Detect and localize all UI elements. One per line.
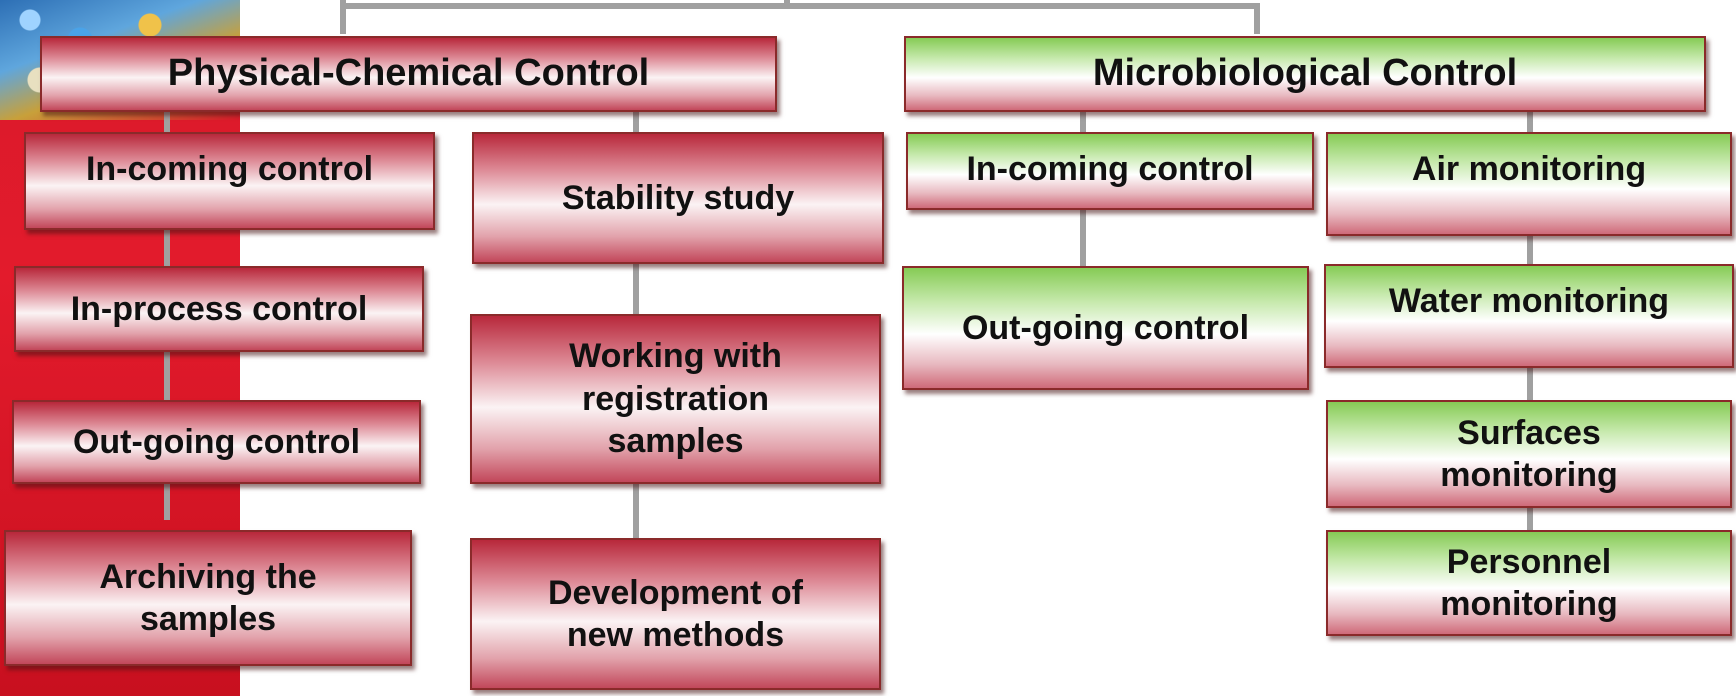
pc-in-process-control-label: In-process control xyxy=(70,289,368,328)
pc-working-registration-samples-box: Working with registration samples xyxy=(470,314,881,484)
physical-chemical-control-label: Physical-Chemical Control xyxy=(167,52,650,95)
pc-in-coming-control-box: In-coming control xyxy=(24,132,435,230)
top-bus-line xyxy=(340,0,1260,34)
mb-surfaces-monitoring-box: Surfaces monitoring xyxy=(1326,400,1732,508)
pc-archiving-samples-box: Archiving the samples xyxy=(4,530,412,666)
pc-archiving-samples-label: Archiving the samples xyxy=(99,557,317,639)
pc-development-new-methods-label: Development of new methods xyxy=(547,573,804,655)
mb-air-monitoring-box: Air monitoring xyxy=(1326,132,1732,236)
mb-water-monitoring-label: Water monitoring xyxy=(1388,282,1670,320)
mb-out-going-control-box: Out-going control xyxy=(902,266,1309,390)
pc-out-going-control-box: Out-going control xyxy=(12,400,421,484)
mb-air-monitoring-label: Air monitoring xyxy=(1411,150,1647,188)
pc-development-new-methods-box: Development of new methods xyxy=(470,538,881,690)
pc-stability-study-box: Stability study xyxy=(472,132,884,264)
pc-in-process-control-box: In-process control xyxy=(14,266,424,352)
pc-working-registration-samples-label: Working with registration samples xyxy=(569,337,782,461)
mb-in-coming-control-box: In-coming control xyxy=(906,132,1314,210)
mb-in-coming-control-label: In-coming control xyxy=(966,150,1254,188)
mb-personnel-monitoring-box: Personnel monitoring xyxy=(1326,530,1732,636)
physical-chemical-control-header: Physical-Chemical Control xyxy=(40,36,777,112)
mb-personnel-monitoring-label: Personnel monitoring xyxy=(1440,542,1618,624)
microbiological-control-header: Microbiological Control xyxy=(904,36,1706,112)
pc-stability-study-label: Stability study xyxy=(561,178,795,217)
microbiological-control-label: Microbiological Control xyxy=(1092,52,1518,95)
pc-in-coming-control-label: In-coming control xyxy=(85,150,374,188)
mb-water-monitoring-box: Water monitoring xyxy=(1324,264,1734,368)
mb-out-going-control-label: Out-going control xyxy=(961,308,1250,347)
mb-surfaces-monitoring-label: Surfaces monitoring xyxy=(1440,413,1618,495)
pc-out-going-control-label: Out-going control xyxy=(72,422,361,461)
